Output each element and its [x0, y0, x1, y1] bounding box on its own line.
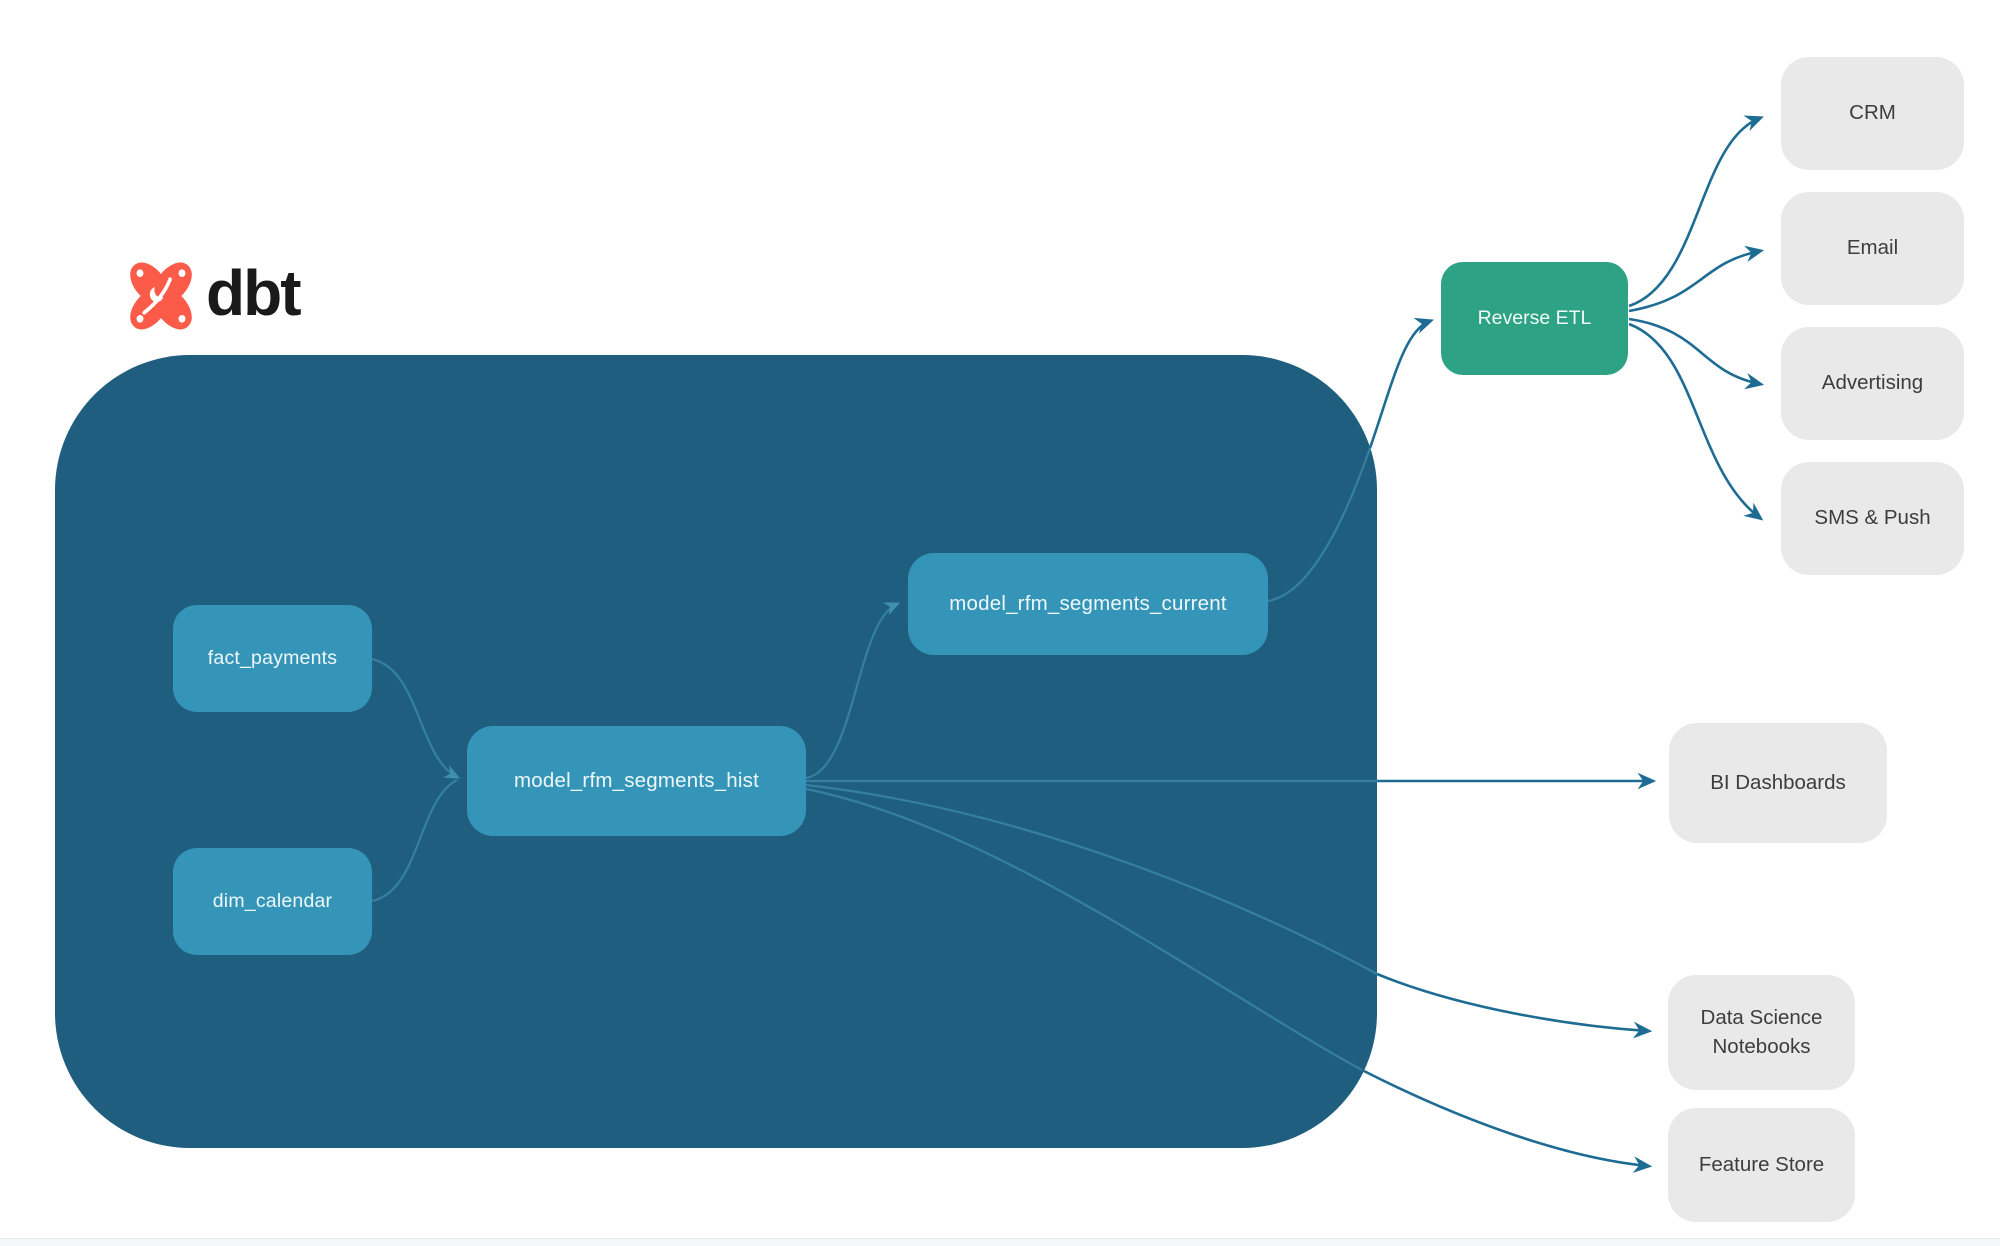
edge-reverse-to-sms	[1628, 322, 1764, 521]
node-label: Data Science Notebooks	[1700, 1005, 1823, 1058]
node-email: Email	[1781, 192, 1964, 305]
node-sms-push: SMS & Push	[1781, 462, 1964, 575]
edge-reverse-to-email	[1628, 245, 1765, 313]
node-bi-dashboards: BI Dashboards	[1669, 723, 1887, 843]
node-label: Email	[1846, 236, 1899, 260]
edge-reverse-to-advertising	[1628, 317, 1765, 390]
edge-hist-to-ds-outside	[1376, 972, 1653, 1039]
edge-current-to-reverse-outside	[1368, 317, 1434, 449]
edge-reverse-to-crm	[1628, 115, 1764, 308]
dbt-logo: dbt	[126, 256, 386, 336]
node-dim-calendar: dim_calendar	[173, 848, 372, 955]
node-label: dim_calendar	[212, 890, 333, 912]
node-feature-store: Feature Store	[1668, 1108, 1855, 1222]
node-label: Feature Store	[1698, 1152, 1825, 1176]
node-label: Advertising	[1821, 371, 1924, 395]
dbt-star-icon	[130, 262, 192, 330]
node-crm: CRM	[1781, 57, 1964, 170]
node-reverse-etl: Reverse ETL	[1441, 262, 1628, 375]
node-label: model_rfm_segments_current	[949, 592, 1227, 615]
node-data-science-notebooks: Data Science Notebooks	[1668, 975, 1855, 1090]
node-model-rfm-segments-hist: model_rfm_segments_hist	[467, 726, 806, 836]
dbt-logo-text: dbt	[206, 257, 301, 329]
node-advertising: Advertising	[1781, 327, 1964, 440]
bottom-edge-strip	[0, 1238, 2000, 1246]
edge-hist-to-fs-outside	[1361, 1068, 1653, 1173]
node-label: fact_payments	[207, 647, 338, 669]
node-label: Reverse ETL	[1477, 307, 1592, 329]
node-label: BI Dashboards	[1710, 770, 1846, 794]
node-fact-payments: fact_payments	[173, 605, 372, 712]
node-label: SMS & Push	[1814, 506, 1931, 530]
node-label: CRM	[1849, 101, 1896, 125]
node-label: model_rfm_segments_hist	[513, 769, 759, 792]
node-model-rfm-segments-current: model_rfm_segments_current	[908, 553, 1268, 655]
